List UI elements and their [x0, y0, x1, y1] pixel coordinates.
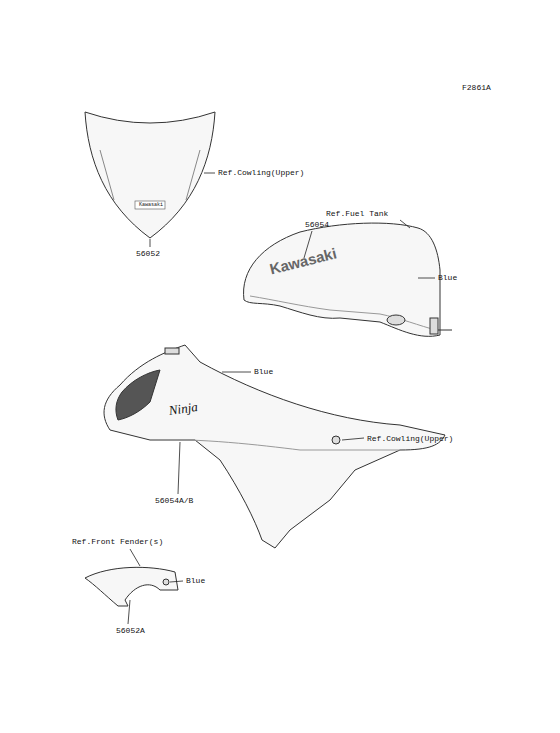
leader-line [342, 438, 364, 440]
fuel-tank-mount [387, 315, 405, 325]
fuel-tank [244, 223, 440, 336]
callout-label: Ref.Front Fender(s) [72, 538, 163, 546]
callout-label: 56054 [305, 221, 329, 229]
cowling-headlight [116, 370, 160, 420]
leader-line [204, 173, 215, 174]
leader-line [418, 278, 435, 279]
callout-label: 56054A/B [155, 497, 193, 505]
windshield-logo-plate [135, 201, 165, 209]
cowling-grommet [332, 436, 340, 444]
leader-line [178, 442, 180, 494]
fuel-tank-pin [438, 330, 452, 331]
callout-label: Blue [254, 368, 273, 376]
front-fender [85, 567, 178, 606]
callout-label: Ref.Fuel Tank [326, 210, 388, 218]
callout-label: 56052A [116, 627, 145, 635]
decal-text: Kawasaki [139, 203, 163, 208]
leader-lines [128, 173, 435, 624]
callout-label: 56052 [136, 250, 160, 258]
leader-line [222, 372, 251, 373]
callout-label: Blue [438, 274, 457, 282]
cowling [104, 345, 445, 548]
fuel-tank-edge [250, 296, 436, 330]
cowling-crease [150, 440, 400, 450]
fender-bolt [163, 579, 169, 585]
leader-line [150, 239, 151, 247]
leader-line [170, 581, 183, 582]
cowling-mirror-mount [165, 348, 179, 354]
callout-label: Blue [186, 577, 205, 585]
callout-label: Ref.Cowling(Upper) [367, 435, 453, 443]
fuel-tank-tab [430, 318, 438, 334]
windshield-vent [100, 150, 114, 200]
leader-line [400, 220, 410, 228]
leader-line [130, 549, 140, 566]
windshield [85, 112, 215, 238]
callout-label: F2861A [462, 84, 491, 92]
decal-text: Ninja [168, 400, 198, 417]
leader-line [128, 600, 130, 624]
windshield-vent [186, 150, 200, 200]
callout-label: Ref.Cowling(Upper) [218, 169, 304, 177]
